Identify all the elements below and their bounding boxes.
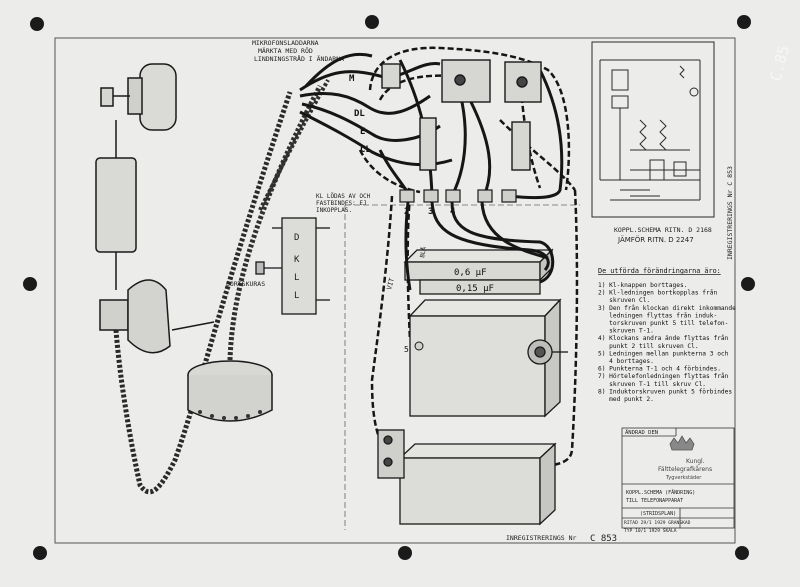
point-label-5: 5 [404, 345, 409, 354]
change-item-line: 5) Ledningen mellan punkterna 3 och [598, 350, 729, 357]
title-stamp [621, 427, 735, 529]
point-5-terminal [414, 341, 424, 351]
thumbtack [23, 277, 37, 291]
mic-cord [227, 84, 323, 361]
stamp-line: RITAD 29/1 1929 GRANSKAD [624, 520, 691, 526]
terminal-label-e: E [360, 127, 365, 137]
stamp-line: Kungl. [686, 458, 705, 465]
handset-drawing [95, 63, 215, 354]
switch-cord [258, 79, 330, 211]
thumbtack [365, 15, 379, 29]
stamp-line: KOPPL.SCHEMA (FÄNDRING) [626, 489, 695, 496]
schema-ref: JÄMFÖR RITN. D 2247 [617, 235, 694, 244]
change-item-line: punkt 2 till skruven Cl. [598, 343, 699, 350]
terminal-label-m: M [349, 74, 355, 84]
terminal-label-dl: DL [354, 109, 365, 119]
switch-block [255, 217, 330, 315]
switch-label-l1: L [294, 273, 299, 283]
stamp-line: TYP 10/1 1929 SKALA [624, 528, 677, 534]
point-label-3: 3 [428, 207, 433, 217]
change-item-line: ledningen flyttas från induk- [598, 310, 717, 319]
change-item-line: skruven T-1 till skruv Cl. [598, 381, 706, 388]
mic-note-line: LINDNINGSTRÅD I ÄNDARNA [254, 54, 344, 63]
kl-note-line: FASTBINDES: EJ [316, 200, 367, 207]
stamp-line: (STRIDSPLAN) [640, 511, 676, 517]
upper-components [381, 59, 542, 171]
change-item-line: 2) Kl-ledningen bortkopplas från [598, 288, 717, 297]
change-item-line: skruven T-1. [598, 328, 654, 335]
stamp-line: Tygverkstäder [665, 475, 702, 481]
change-item-line: torskruven punkt 5 till telefon- [598, 320, 728, 327]
lower-board [377, 429, 557, 526]
bottom-registration-label: INREGISTRERINGS Nr [506, 534, 577, 542]
change-item-line: 7) Hörtelefonledningen flyttas från [598, 371, 729, 380]
schema-title: KOPPL.SCHEMA RITN. D 2168 [614, 226, 712, 234]
schematic-inset [591, 41, 715, 218]
wire-label-vit: VIT [385, 277, 396, 290]
bell-drawing [187, 360, 273, 422]
switch-label-k: K [294, 255, 300, 265]
change-item-line: 3) Den från klockan direkt inkommande [598, 303, 736, 312]
kl-note-line: KL LÖDAS AV OCH [316, 193, 371, 200]
thumbtack [737, 15, 751, 29]
changes-heading: De utförda förändringarna äro: [598, 267, 721, 275]
drawing-border [54, 37, 736, 544]
capacitor-06-label: 0,6 μF [454, 268, 487, 278]
thumbtack [741, 277, 755, 291]
switch-label-l2: L [294, 291, 299, 301]
thumbtack [398, 546, 412, 560]
terminal-strip [399, 189, 517, 203]
capacitor-wires [404, 201, 555, 291]
stamp-line: TILL TELEFONAPPARAT [626, 498, 683, 504]
handset-cord [113, 91, 293, 495]
wire-label-bla: BLÅ [419, 246, 428, 258]
stamp-top: ÄNDRAD DEN [625, 429, 658, 436]
bottom-registration-number: C 853 [590, 534, 617, 544]
switch-label-d: D [294, 233, 299, 243]
side-registration: INREGISTRERINGS Nr C 853 [726, 166, 734, 260]
inductor-box [408, 298, 568, 418]
capacitor-015 [419, 279, 541, 295]
change-item-line: 8) Induktorskruven punkt 5 förbindes [598, 388, 732, 395]
mic-note-line: MÄRKTA MED RÖD [258, 46, 313, 55]
thumbtack [735, 546, 749, 560]
thumbtack [30, 17, 44, 31]
change-item-line: 6) Punkterna T-1 och 4 förbindes. [598, 366, 721, 373]
change-item-line: 1) Kl-knappen borttages. [598, 282, 687, 289]
capacitor-015-label: 0,15 μF [456, 284, 494, 294]
crown-icon [669, 435, 695, 451]
changes-list: 1) Kl-knappen borttages.2) Kl-ledningen … [598, 282, 736, 403]
stamp-line: Fälttelegrafkårens [658, 466, 712, 473]
terminal-label-cl: CL [360, 145, 371, 155]
change-item-line: skruven Cl. [598, 297, 650, 304]
capacitor-06 [403, 248, 554, 282]
kl-note-line: INKOPPLAS. [316, 207, 352, 214]
change-item-line: med punkt 2. [598, 396, 654, 403]
change-item-line: 4 borttages. [598, 358, 654, 365]
change-item-line: 4) Klockans andra ände flyttas från [598, 333, 729, 342]
bortskuras-label: BORTSKURAS [226, 280, 265, 288]
mic-note-line: MIKROFONSLADDARNA [252, 39, 319, 47]
thumbtack [33, 546, 47, 560]
thumbtacks [23, 15, 755, 560]
